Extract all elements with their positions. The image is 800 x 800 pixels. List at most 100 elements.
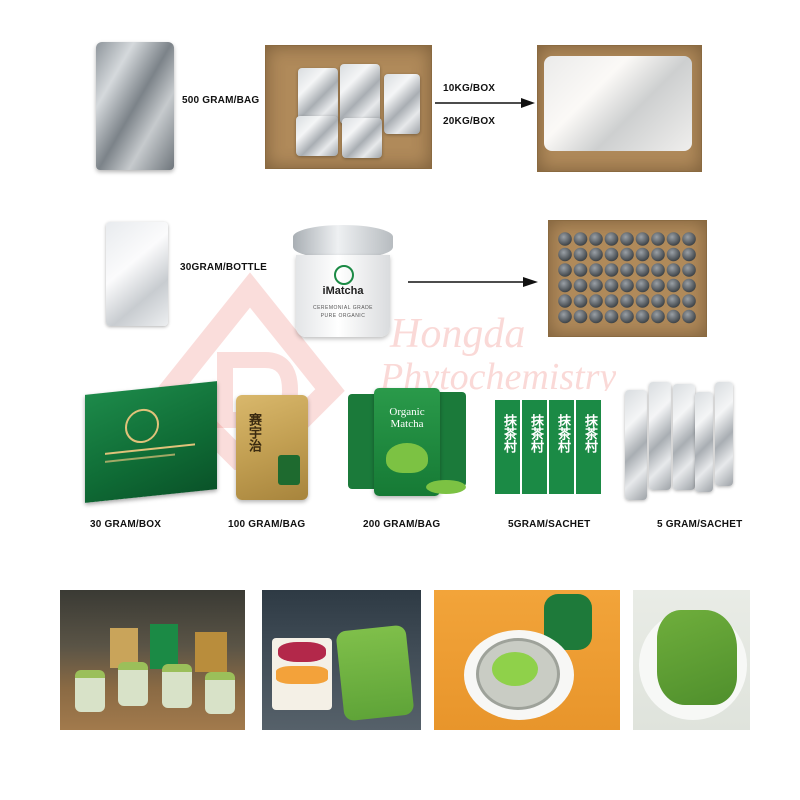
carton-wrapped [537,45,702,172]
arrow-right [435,96,535,114]
tin-top [682,294,696,308]
bag-chinese-title: 赛宇治 [246,413,261,452]
tin-top [651,263,665,277]
bag-front: Organic Matcha [374,388,440,496]
tin-top [666,294,681,308]
label-30-gram-box: 30 GRAM/BOX [90,519,162,530]
stick [695,392,713,492]
carton-tins [548,220,707,337]
gold-bag-100g: 赛宇治 [236,395,308,500]
sachet: 抹茶村 [549,400,574,494]
organic-matcha-bags-200g: Organic Matcha [348,388,466,500]
stick [673,384,695,490]
green-sachets: 抹茶村 抹茶村 抹茶村 抹茶村 [495,400,605,495]
tin-top [604,278,619,293]
tin-top [589,247,603,262]
tin-top [651,247,665,262]
tin-top [682,309,696,324]
tin-top [682,278,696,293]
tin-top [604,263,619,277]
tin-top [589,309,603,324]
matcha-tin: iMatcha CEREMONIAL GRADE PURE ORGANIC [293,225,393,340]
label-5-gram-sachet-2: 5 GRAM/SACHET [657,519,743,530]
tin-top [558,294,572,308]
photo-matcha-sieve [434,590,620,730]
tin-top [558,278,572,293]
matcha-word: Matcha [390,418,424,430]
tin-top [666,247,681,262]
tin-top [635,309,650,324]
tin-top [558,263,572,277]
sachet: 抹茶村 [495,400,520,494]
tin-top [620,232,634,246]
tin-top [620,294,634,308]
label-20kg-box: 20KG/BOX [443,116,496,127]
matcha-dessert [657,610,737,705]
tin-top [604,294,619,308]
tin-top [604,309,619,324]
latte-cup [75,670,105,712]
tin-top [573,309,588,324]
tin-top [573,263,588,277]
box-gold-lines [105,453,175,463]
label-5-gram-sachet: 5GRAM/SACHET [508,519,591,530]
tin-top [666,278,681,293]
tin-top [573,232,588,246]
tin-top [620,247,634,262]
stick [715,382,733,486]
tin-top [589,263,603,277]
sachet: 抹茶村 [522,400,547,494]
photo-matcha-dessert [633,590,750,730]
label-500-gram-bag: 500 GRAM/BAG [182,95,260,106]
matcha-leaf-icon [334,265,354,285]
box-gold-lines [105,443,195,455]
photo-matcha-roll-cake [262,590,421,730]
label-30-gram-bottle: 30GRAM/BOTTLE [180,262,268,273]
foil-pack [340,64,380,124]
tin-top [666,309,681,324]
bag-window [278,455,300,485]
tin-top [573,247,588,262]
photo-matcha-lattes [60,590,245,730]
tin-top [620,263,634,277]
tin-top [589,232,603,246]
label-200-gram-bag: 200 GRAM/BAG [363,519,441,530]
sachet: 抹茶村 [576,400,601,494]
tin-top [635,294,650,308]
tin-top [682,263,696,277]
matcha-powder [492,652,538,686]
tin-grid [558,232,696,324]
label-100-gram-bag: 100 GRAM/BAG [228,519,306,530]
tin-top [589,294,603,308]
tin-top [635,278,650,293]
tin-top [604,232,619,246]
tin-top [666,232,681,246]
tin-top [573,278,588,293]
tin-top [589,278,603,293]
stick [625,390,647,500]
berries [278,642,326,662]
tin-body: iMatcha CEREMONIAL GRADE PURE ORGANIC [296,255,390,337]
tin-top [651,232,665,246]
tin-top [635,263,650,277]
tin-top [573,294,588,308]
tin-lid [293,225,393,259]
tin-top [651,294,665,308]
product-bag [110,628,138,668]
box-logo-icon [125,407,159,445]
latte-cup [118,662,148,706]
tin-top [682,247,696,262]
tin-top [635,232,650,246]
carton-open-bags [265,45,432,169]
tin-top [620,278,634,293]
tin-top [604,247,619,262]
watermark-text-hongda: Hongda [390,311,526,357]
watermark-text-phytochemistry: Phytochemistry [380,356,617,391]
tin-top [620,309,634,324]
stick [649,382,671,490]
mango [276,666,328,684]
tin-top [558,232,572,246]
silver-sachet-sticks [625,382,735,500]
product-bag [195,632,227,672]
tin-subtitle-1: CEREMONIAL GRADE [312,305,374,311]
